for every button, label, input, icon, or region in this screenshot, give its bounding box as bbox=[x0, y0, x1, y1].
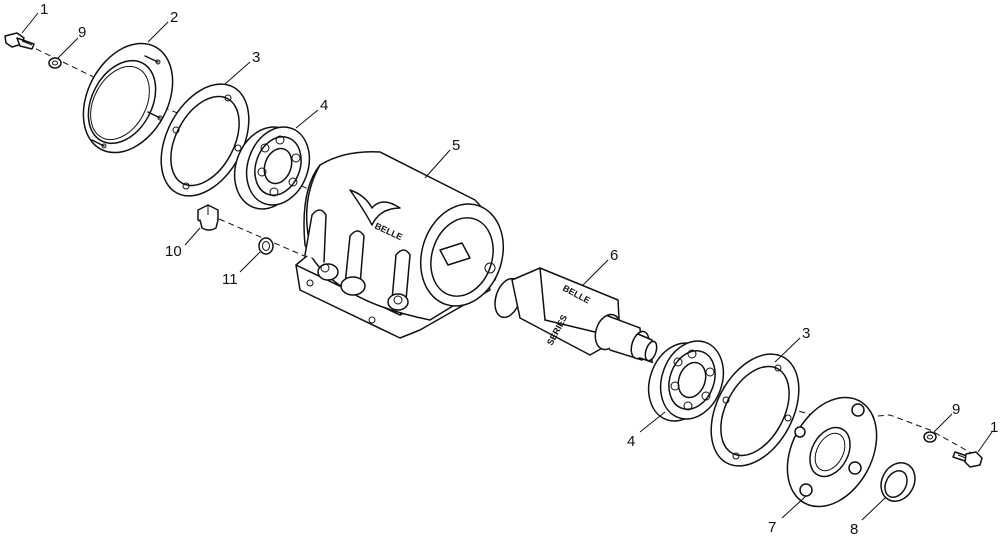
callout-1-lower: 1 bbox=[990, 419, 998, 436]
flange-cover-part-2 bbox=[82, 42, 174, 154]
callout-2: 2 bbox=[170, 9, 178, 26]
bolt-part-1-lower bbox=[952, 451, 983, 468]
callout-4-top: 4 bbox=[320, 97, 328, 114]
washer-part-9-lower bbox=[923, 431, 937, 443]
callout-1-top: 1 bbox=[40, 1, 48, 18]
callout-5: 5 bbox=[452, 137, 460, 154]
plug-part-10 bbox=[197, 204, 219, 231]
callout-6: 6 bbox=[610, 247, 618, 264]
callout-9-top: 9 bbox=[78, 24, 86, 41]
washer-part-11 bbox=[258, 237, 274, 255]
gasket-part-3-lower bbox=[710, 353, 800, 467]
callout-9-lower: 9 bbox=[952, 401, 960, 418]
flange-cover-part-7 bbox=[786, 396, 878, 508]
leader-lines bbox=[21, 12, 993, 521]
callout-3-lower: 3 bbox=[802, 325, 810, 342]
bearing-part-4-top bbox=[233, 126, 311, 210]
bolt-part-1-top bbox=[4, 32, 35, 50]
bearing-part-4-lower bbox=[647, 340, 725, 422]
callout-4-lower: 4 bbox=[627, 433, 635, 450]
gear-housing-part-5: BELLE bbox=[295, 151, 505, 339]
oil-seal-part-8 bbox=[880, 462, 916, 502]
shaft-part-6: BELLE SERIES bbox=[494, 267, 658, 363]
callout-8: 8 bbox=[850, 521, 858, 538]
callout-11: 11 bbox=[222, 271, 238, 288]
callout-3-top: 3 bbox=[252, 49, 260, 66]
callout-7: 7 bbox=[768, 519, 776, 536]
callout-10: 10 bbox=[165, 243, 182, 260]
washer-part-9-top bbox=[48, 57, 62, 69]
